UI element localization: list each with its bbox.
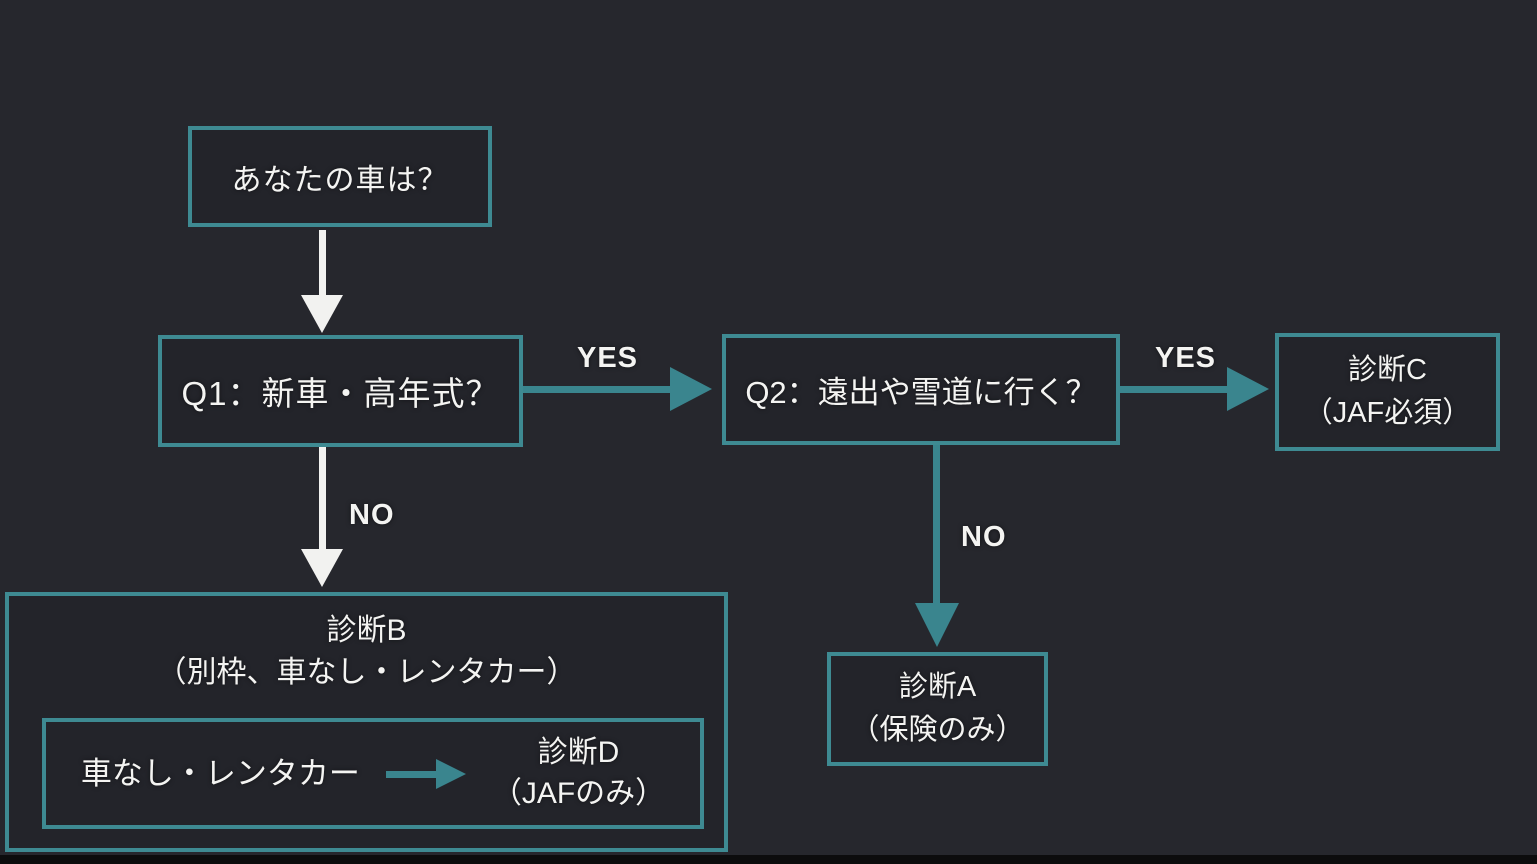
diagnosis-d-arrow-line	[385, 770, 438, 778]
diagnosis-a-title: 診断A	[898, 671, 977, 704]
diagnosis-d-result: 診断D （JAFのみ）	[492, 733, 665, 814]
diagnosis-b-title: 診断B	[326, 614, 407, 647]
q1-node: Q1：新車・高年式？	[158, 335, 523, 447]
q1-yes-arrowhead-icon	[670, 367, 712, 411]
q2-no-arrowhead-icon	[915, 603, 959, 647]
diagnosis-b-node: 診断B （別枠、車なし・レンタカー） 車なし・レンタカー 診断D （JAFのみ）	[5, 592, 728, 852]
q2-node: Q2：遠出や雪道に行く？	[722, 334, 1120, 445]
q2-yes-arrowhead-icon	[1227, 367, 1269, 411]
diagnosis-a-subtitle: （保険のみ）	[850, 714, 1025, 746]
q1-no-arrow-line	[319, 447, 326, 550]
diagnosis-d-arrowhead-icon	[435, 758, 466, 789]
q2-yes-arrow-line	[1120, 386, 1228, 393]
q2-no-label: NO	[961, 521, 1007, 553]
diagnosis-d-node: 車なし・レンタカー 診断D （JAFのみ）	[42, 718, 704, 829]
diagnosis-a-node: 診断A （保険のみ）	[827, 652, 1048, 766]
start-node: あなたの車は？	[188, 126, 492, 227]
diagnosis-d-title: 診断D	[537, 736, 620, 769]
start-node-label: あなたの車は？	[231, 163, 449, 197]
q2-yes-label: YES	[1155, 342, 1217, 374]
diagnosis-c-node: 診断C （JAF必須）	[1275, 333, 1500, 451]
start-to-q1-arrowhead-icon	[301, 295, 343, 333]
q1-no-label: NO	[349, 499, 395, 531]
diagnosis-c-title: 診断C	[1348, 354, 1427, 387]
q1-yes-label: YES	[577, 342, 639, 374]
q1-no-arrowhead-icon	[301, 549, 343, 587]
start-to-q1-arrow-line	[319, 230, 326, 296]
q1-yes-arrow-line	[523, 386, 671, 393]
diagnosis-b-subtitle: （別枠、車なし・レンタカー）	[156, 656, 577, 689]
diagnosis-d-arrow	[385, 752, 466, 796]
bottom-letterbox-bar	[0, 855, 1537, 864]
diagnosis-c-subtitle: （JAF必須）	[1303, 397, 1472, 429]
q1-node-label: Q1：新車・高年式？	[181, 375, 500, 412]
q2-node-label: Q2：遠出や雪道に行く？	[745, 375, 1097, 410]
q2-no-arrow-line	[933, 445, 940, 605]
diagnosis-d-subtitle: （JAFのみ）	[491, 776, 666, 810]
diagnosis-d-condition: 車なし・レンタカー	[80, 755, 360, 791]
